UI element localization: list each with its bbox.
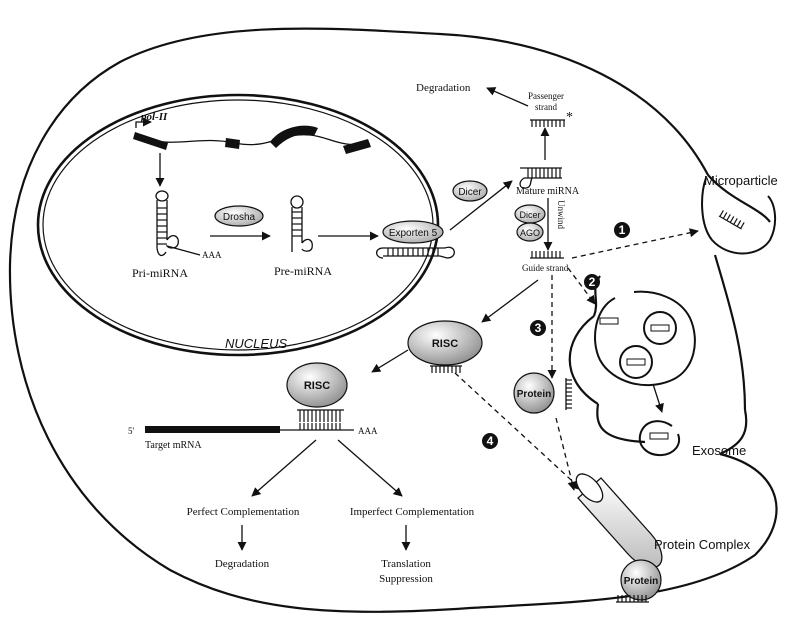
pri-mirna-aaa: AAA	[202, 250, 222, 260]
arrow-risc-to-target	[371, 349, 409, 373]
exosome-vesicle	[638, 420, 680, 457]
arrow-to-mature-mirna	[449, 180, 513, 231]
vesicle-1-mirna	[650, 324, 670, 332]
base-tick	[726, 214, 731, 221]
step-2-badge	[584, 274, 600, 290]
target-mrna-label: Target mRNA	[145, 440, 202, 451]
dicer-enzyme-top	[452, 180, 488, 202]
pri-mirna-exon-1	[133, 132, 168, 150]
imperfect-complementation-label: Imperfect Complementation	[350, 506, 475, 518]
dashed-arrow-to-microparticle	[571, 228, 699, 259]
ago-protein	[516, 222, 544, 242]
risc-upper-label: RISC	[432, 338, 458, 350]
cell-membrane	[8, 27, 778, 613]
multivesicular-body	[594, 290, 696, 387]
risc-complex-lower	[286, 362, 348, 408]
gene-strand	[134, 134, 371, 146]
exporten-5-protein	[382, 220, 444, 244]
arrow-to-perfect	[251, 439, 317, 497]
step-3-number: 3	[535, 321, 542, 335]
base-tick	[722, 212, 728, 219]
arrow-guide-to-risc	[481, 279, 539, 323]
passenger-label-2: strand	[535, 102, 557, 112]
dicer-top-label: Dicer	[458, 187, 482, 198]
base-tick	[733, 218, 738, 225]
exporten-5-label: Exporten 5	[389, 228, 438, 239]
base-tick	[719, 210, 724, 217]
nucleus-outer-membrane	[36, 93, 440, 357]
translation-label-1: Translation	[381, 558, 431, 570]
protein-complex-label: Protein Complex	[654, 537, 751, 552]
vesicle-1	[643, 311, 677, 345]
vesicle-2-mirna	[626, 358, 646, 366]
microparticle-label: Microparticle	[704, 173, 778, 188]
guide-strand-label: Guide strand	[522, 263, 569, 273]
protein-ball-bottom	[620, 559, 662, 601]
mvb-free-mirna	[599, 317, 619, 325]
dashed-arrow-risc-to-complex	[454, 372, 583, 491]
protein-bottom-mirna	[616, 595, 649, 603]
pre-mirna-label: Pre-miRNA	[274, 264, 332, 278]
translation-label-2: Suppression	[379, 573, 433, 585]
unwind-label: Unwind	[556, 200, 566, 229]
step-2-number: 2	[589, 275, 596, 289]
five-prime-label: 5'	[128, 426, 135, 436]
mature-mirna-label: Mature miRNA	[516, 186, 580, 197]
nucleus-label: NUCLEUS	[225, 336, 287, 351]
pol-ii-arrow	[135, 117, 152, 128]
degradation-bottom-label: Degradation	[215, 558, 270, 570]
step-1-number: 1	[619, 223, 626, 237]
pri-mirna-exon-2	[225, 138, 240, 149]
microparticle-vesicle	[701, 177, 776, 255]
protein-middle-mirna	[565, 378, 572, 410]
ago-label: AGO	[520, 228, 540, 238]
drosha-enzyme	[214, 205, 264, 227]
microparticle-mirna	[718, 210, 745, 230]
guide-strand	[530, 251, 564, 259]
risc-upper-mirna	[430, 365, 462, 373]
step-3-badge	[530, 320, 546, 336]
dicer-unwind-label: Dicer	[519, 210, 540, 220]
exosome-label: Exosome	[692, 443, 746, 458]
target-mrna-coding	[145, 426, 280, 433]
base-tick	[729, 216, 735, 223]
step-1-badge	[614, 222, 630, 238]
pri-mirna-label: Pri-miRNA	[132, 266, 188, 280]
vesicle-2	[619, 345, 653, 379]
base-tick	[740, 222, 745, 229]
risc-lower-label: RISC	[304, 380, 330, 392]
dashed-arrow-to-exosome	[567, 267, 596, 305]
step-4-number: 4	[487, 434, 494, 448]
passenger-label-1: Passenger	[528, 91, 564, 101]
protein-bottom-label: Protein	[624, 576, 658, 587]
degradation-top-label: Degradation	[416, 82, 471, 94]
base-tick	[736, 220, 742, 227]
risc-lower-mirna	[297, 409, 344, 422]
target-binding-sites	[299, 423, 341, 430]
protein-middle-label: Protein	[517, 389, 551, 400]
arrow-to-degradation-top	[486, 87, 529, 107]
pre-mirna-hairpin	[290, 195, 313, 252]
passenger-strand	[530, 119, 565, 127]
pri-mirna-exon-4	[343, 139, 371, 154]
dashed-arrow-protein-to-complex	[555, 417, 577, 491]
drosha-label: Drosha	[223, 212, 256, 223]
protein-ball-middle	[513, 372, 555, 414]
arrow-mvb-to-exosome	[652, 383, 664, 413]
arrow-to-imperfect	[337, 439, 403, 497]
risc-complex-upper	[407, 320, 483, 366]
exosome-mirna	[649, 432, 669, 440]
pri-mirna-hairpin	[155, 190, 201, 257]
perfect-complementation-label: Perfect Complementation	[187, 506, 300, 518]
exported-pre-mirna	[375, 246, 455, 259]
pri-mirna-exon-3	[270, 125, 318, 148]
passenger-star: *	[566, 110, 573, 125]
mature-mirna-duplex	[519, 167, 562, 189]
target-aaa-label: AAA	[358, 426, 378, 436]
step-4-badge	[482, 433, 498, 449]
protein-complex-cylinder	[575, 473, 663, 569]
pol-ii-label: pol-II	[140, 111, 168, 123]
